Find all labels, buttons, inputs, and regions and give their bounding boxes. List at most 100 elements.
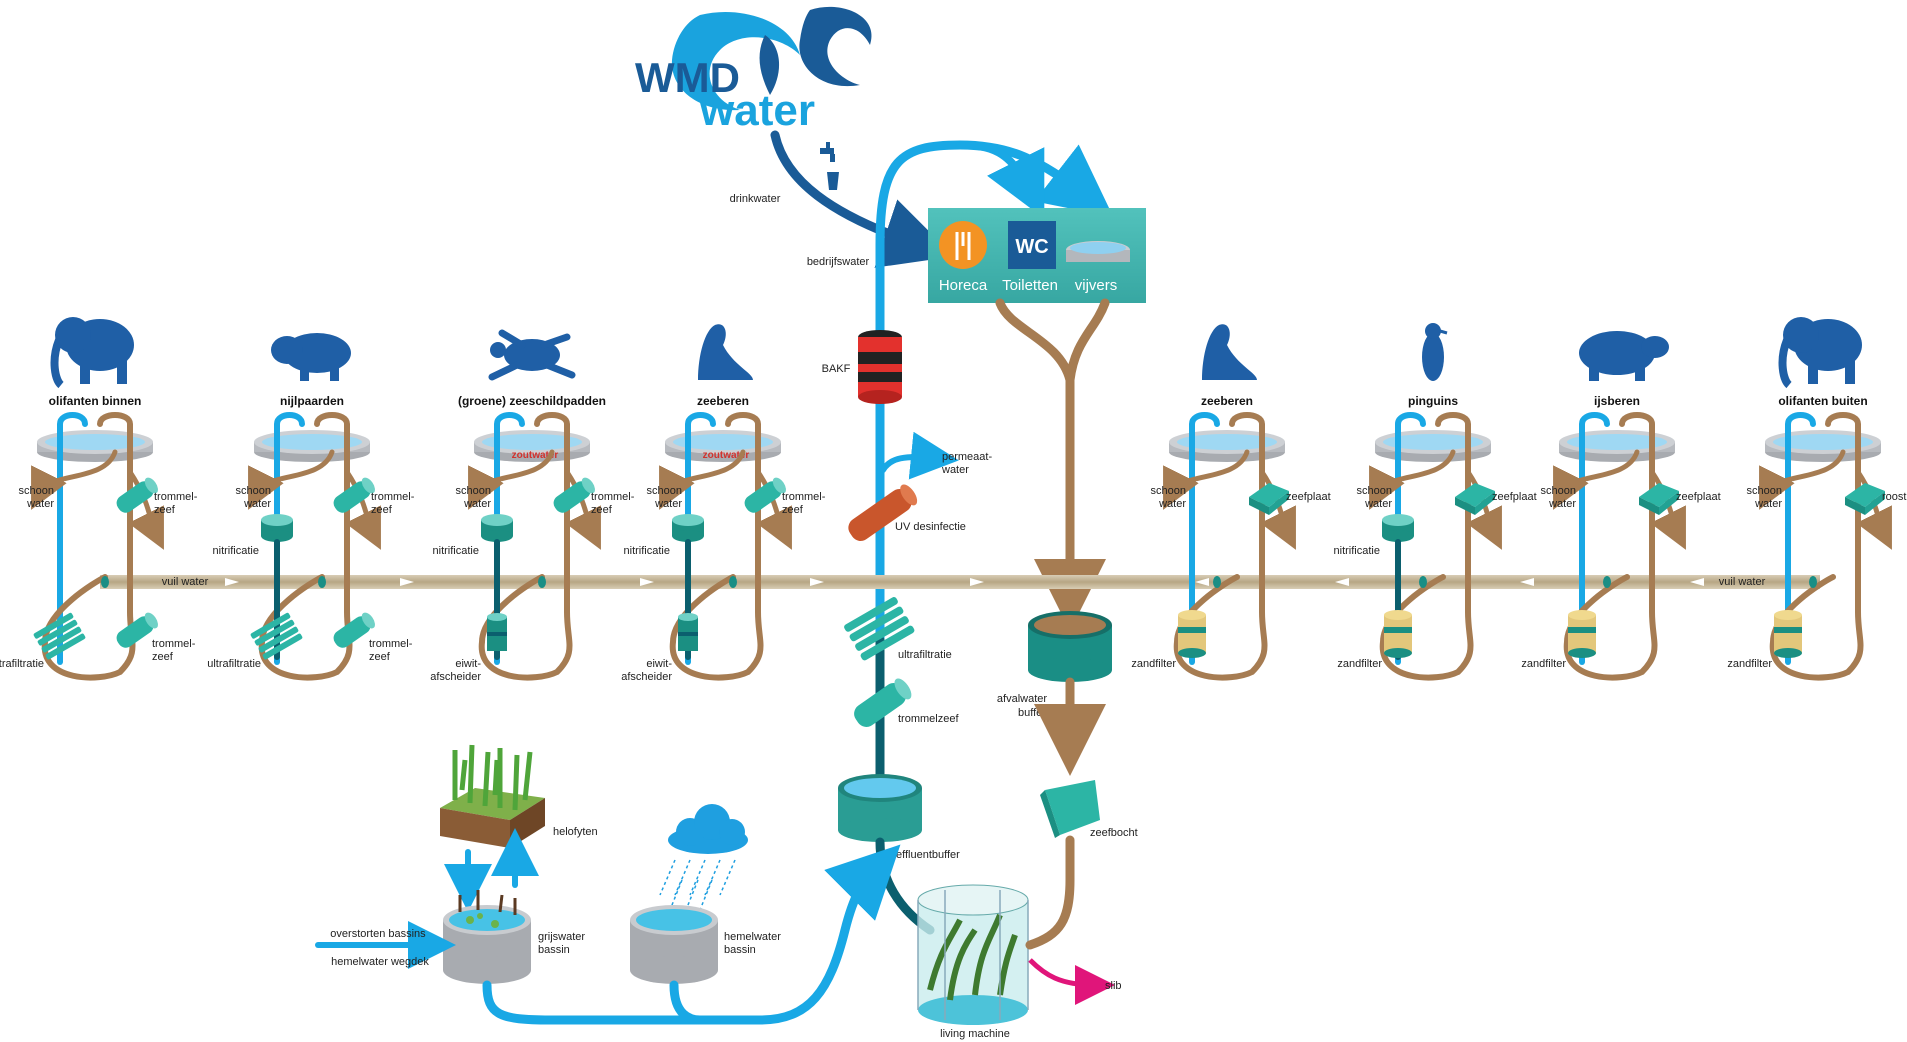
return-line bbox=[1649, 469, 1686, 550]
saltwater-label: zoutwater bbox=[703, 450, 750, 461]
nitrification-unit bbox=[1382, 514, 1414, 542]
grijswater-bassin bbox=[443, 890, 531, 984]
pond-basin bbox=[1375, 430, 1491, 462]
afvalwater-buffer bbox=[1028, 611, 1112, 682]
label-vuil-water-left: vuil water bbox=[162, 576, 209, 588]
main-sewer-pipe bbox=[100, 575, 1820, 589]
top-right-label: trommel- bbox=[371, 491, 415, 503]
enclosure-name: zeeberen bbox=[1201, 394, 1253, 408]
ultrafiltration-unit bbox=[33, 612, 86, 660]
sealion-icon bbox=[698, 324, 753, 380]
label-helofyten: helofyten bbox=[553, 826, 598, 838]
facility-horeca: Horeca bbox=[939, 277, 988, 294]
return-line bbox=[344, 469, 381, 550]
pond-basin bbox=[1559, 430, 1675, 462]
label-hemelwater-1: hemelwater bbox=[724, 931, 781, 943]
pipe-junction bbox=[318, 576, 326, 588]
nitrification-unit bbox=[261, 514, 293, 542]
enclosure: olifanten binnentrommel-zeefschoonwateru… bbox=[0, 317, 198, 681]
clean-water-line bbox=[494, 412, 525, 465]
label-wegdek: hemelwater wegdek bbox=[331, 956, 429, 968]
top-right-label: trommel- bbox=[591, 491, 635, 503]
return-line bbox=[127, 469, 164, 550]
flow-arrow bbox=[1335, 578, 1349, 586]
pipe-flow-arrows bbox=[225, 578, 1704, 586]
clean-water-label: water bbox=[1158, 498, 1186, 510]
top-right-label: zeef bbox=[782, 504, 804, 516]
trommelzeef-unit bbox=[116, 477, 158, 513]
clean-water-line bbox=[274, 412, 305, 465]
enclosure-name: pinguins bbox=[1408, 394, 1458, 408]
label-vuil-water-right: vuil water bbox=[1719, 576, 1766, 588]
label-slib: slib bbox=[1105, 980, 1122, 992]
label-central-trommelzeef: trommelzeef bbox=[898, 713, 959, 725]
enclosure-name: olifanten buiten bbox=[1778, 394, 1867, 408]
zeefplaat-unit bbox=[1455, 483, 1495, 515]
return-line bbox=[1553, 449, 1640, 510]
return-line bbox=[1465, 469, 1502, 550]
sand-filter-unit bbox=[1568, 610, 1596, 658]
glass-icon bbox=[827, 172, 839, 190]
pond-basin bbox=[37, 430, 153, 462]
top-right-label: trommel- bbox=[782, 491, 826, 503]
label-permeaat-1: permeaat- bbox=[942, 451, 992, 463]
elephant-icon bbox=[1778, 317, 1862, 389]
clean-water-label: water bbox=[1548, 498, 1576, 510]
enclosure: nijlpaardentrommel-zeefschoonwaternitrif… bbox=[207, 333, 415, 681]
nitrification-unit bbox=[672, 514, 704, 542]
trommelzeef-unit bbox=[333, 477, 375, 513]
clean-water-line bbox=[1785, 412, 1816, 465]
pond-basin bbox=[254, 430, 370, 462]
label-living-machine: living machine bbox=[940, 1028, 1010, 1040]
pipe-junction bbox=[1419, 576, 1427, 588]
pipe-junction bbox=[729, 576, 737, 588]
zeefplaat-unit bbox=[1845, 483, 1885, 515]
bottom-left-label: eiwit- bbox=[455, 658, 481, 670]
top-right-label: zeefplaat bbox=[1286, 491, 1331, 503]
bottom-right-label: zeef bbox=[152, 651, 174, 663]
label-drinkwater: drinkwater bbox=[730, 193, 781, 205]
wmd-water-logo: WMD water bbox=[635, 6, 872, 135]
clean-water-line bbox=[1395, 412, 1426, 465]
flow-arrow bbox=[810, 578, 824, 586]
return-line bbox=[1259, 469, 1296, 550]
dirty-water-line bbox=[41, 412, 136, 681]
label-zeefbocht: zeefbocht bbox=[1090, 827, 1138, 839]
clean-water-label: schoon bbox=[236, 485, 271, 497]
bottom-right-label: zeef bbox=[369, 651, 391, 663]
enclosure-name: zeeberen bbox=[697, 394, 749, 408]
enclosures: olifanten binnentrommel-zeefschoonwateru… bbox=[0, 317, 1907, 683]
enclosure: zeeberenzoutwatertrommel-zeefschoonwater… bbox=[621, 324, 826, 683]
top-right-label: trommel- bbox=[154, 491, 198, 503]
pipe-junction bbox=[1809, 576, 1817, 588]
nitrification-label: nitrificatie bbox=[433, 545, 479, 557]
enclosure-name: nijlpaarden bbox=[280, 394, 344, 408]
flow-arrow bbox=[1195, 578, 1209, 586]
effluent-buffer bbox=[838, 774, 922, 842]
return-line bbox=[248, 449, 335, 510]
label-grijswater-2: bassin bbox=[538, 944, 570, 956]
living-machine bbox=[917, 884, 1029, 1025]
label-overstorten: overstorten bassins bbox=[330, 928, 426, 940]
label-effluentbuffer: effluentbuffer bbox=[896, 849, 960, 861]
bottom-left-label: afscheider bbox=[430, 671, 481, 683]
clean-water-label: schoon bbox=[1541, 485, 1576, 497]
top-right-label: zeefplaat bbox=[1492, 491, 1537, 503]
label-afvalwater-2: buffer bbox=[1018, 707, 1046, 719]
return-line bbox=[1163, 449, 1250, 510]
top-right-label: rooster bbox=[1882, 491, 1907, 503]
hippo-icon bbox=[271, 333, 351, 381]
sand-filter-unit bbox=[1384, 610, 1412, 658]
pipe-junction bbox=[101, 576, 109, 588]
clean-water-line bbox=[1189, 412, 1220, 465]
bottom-left-label: afscheider bbox=[621, 671, 672, 683]
polarbear-icon bbox=[1579, 331, 1669, 381]
bottom-left-label: zandfilter bbox=[1131, 658, 1176, 670]
pipe-junction bbox=[538, 576, 546, 588]
flow-arrow bbox=[1690, 578, 1704, 586]
label-afvalwater-1: afvalwater bbox=[997, 693, 1047, 705]
label-bakf: BAKF bbox=[822, 363, 851, 375]
clean-water-label: schoon bbox=[1357, 485, 1392, 497]
